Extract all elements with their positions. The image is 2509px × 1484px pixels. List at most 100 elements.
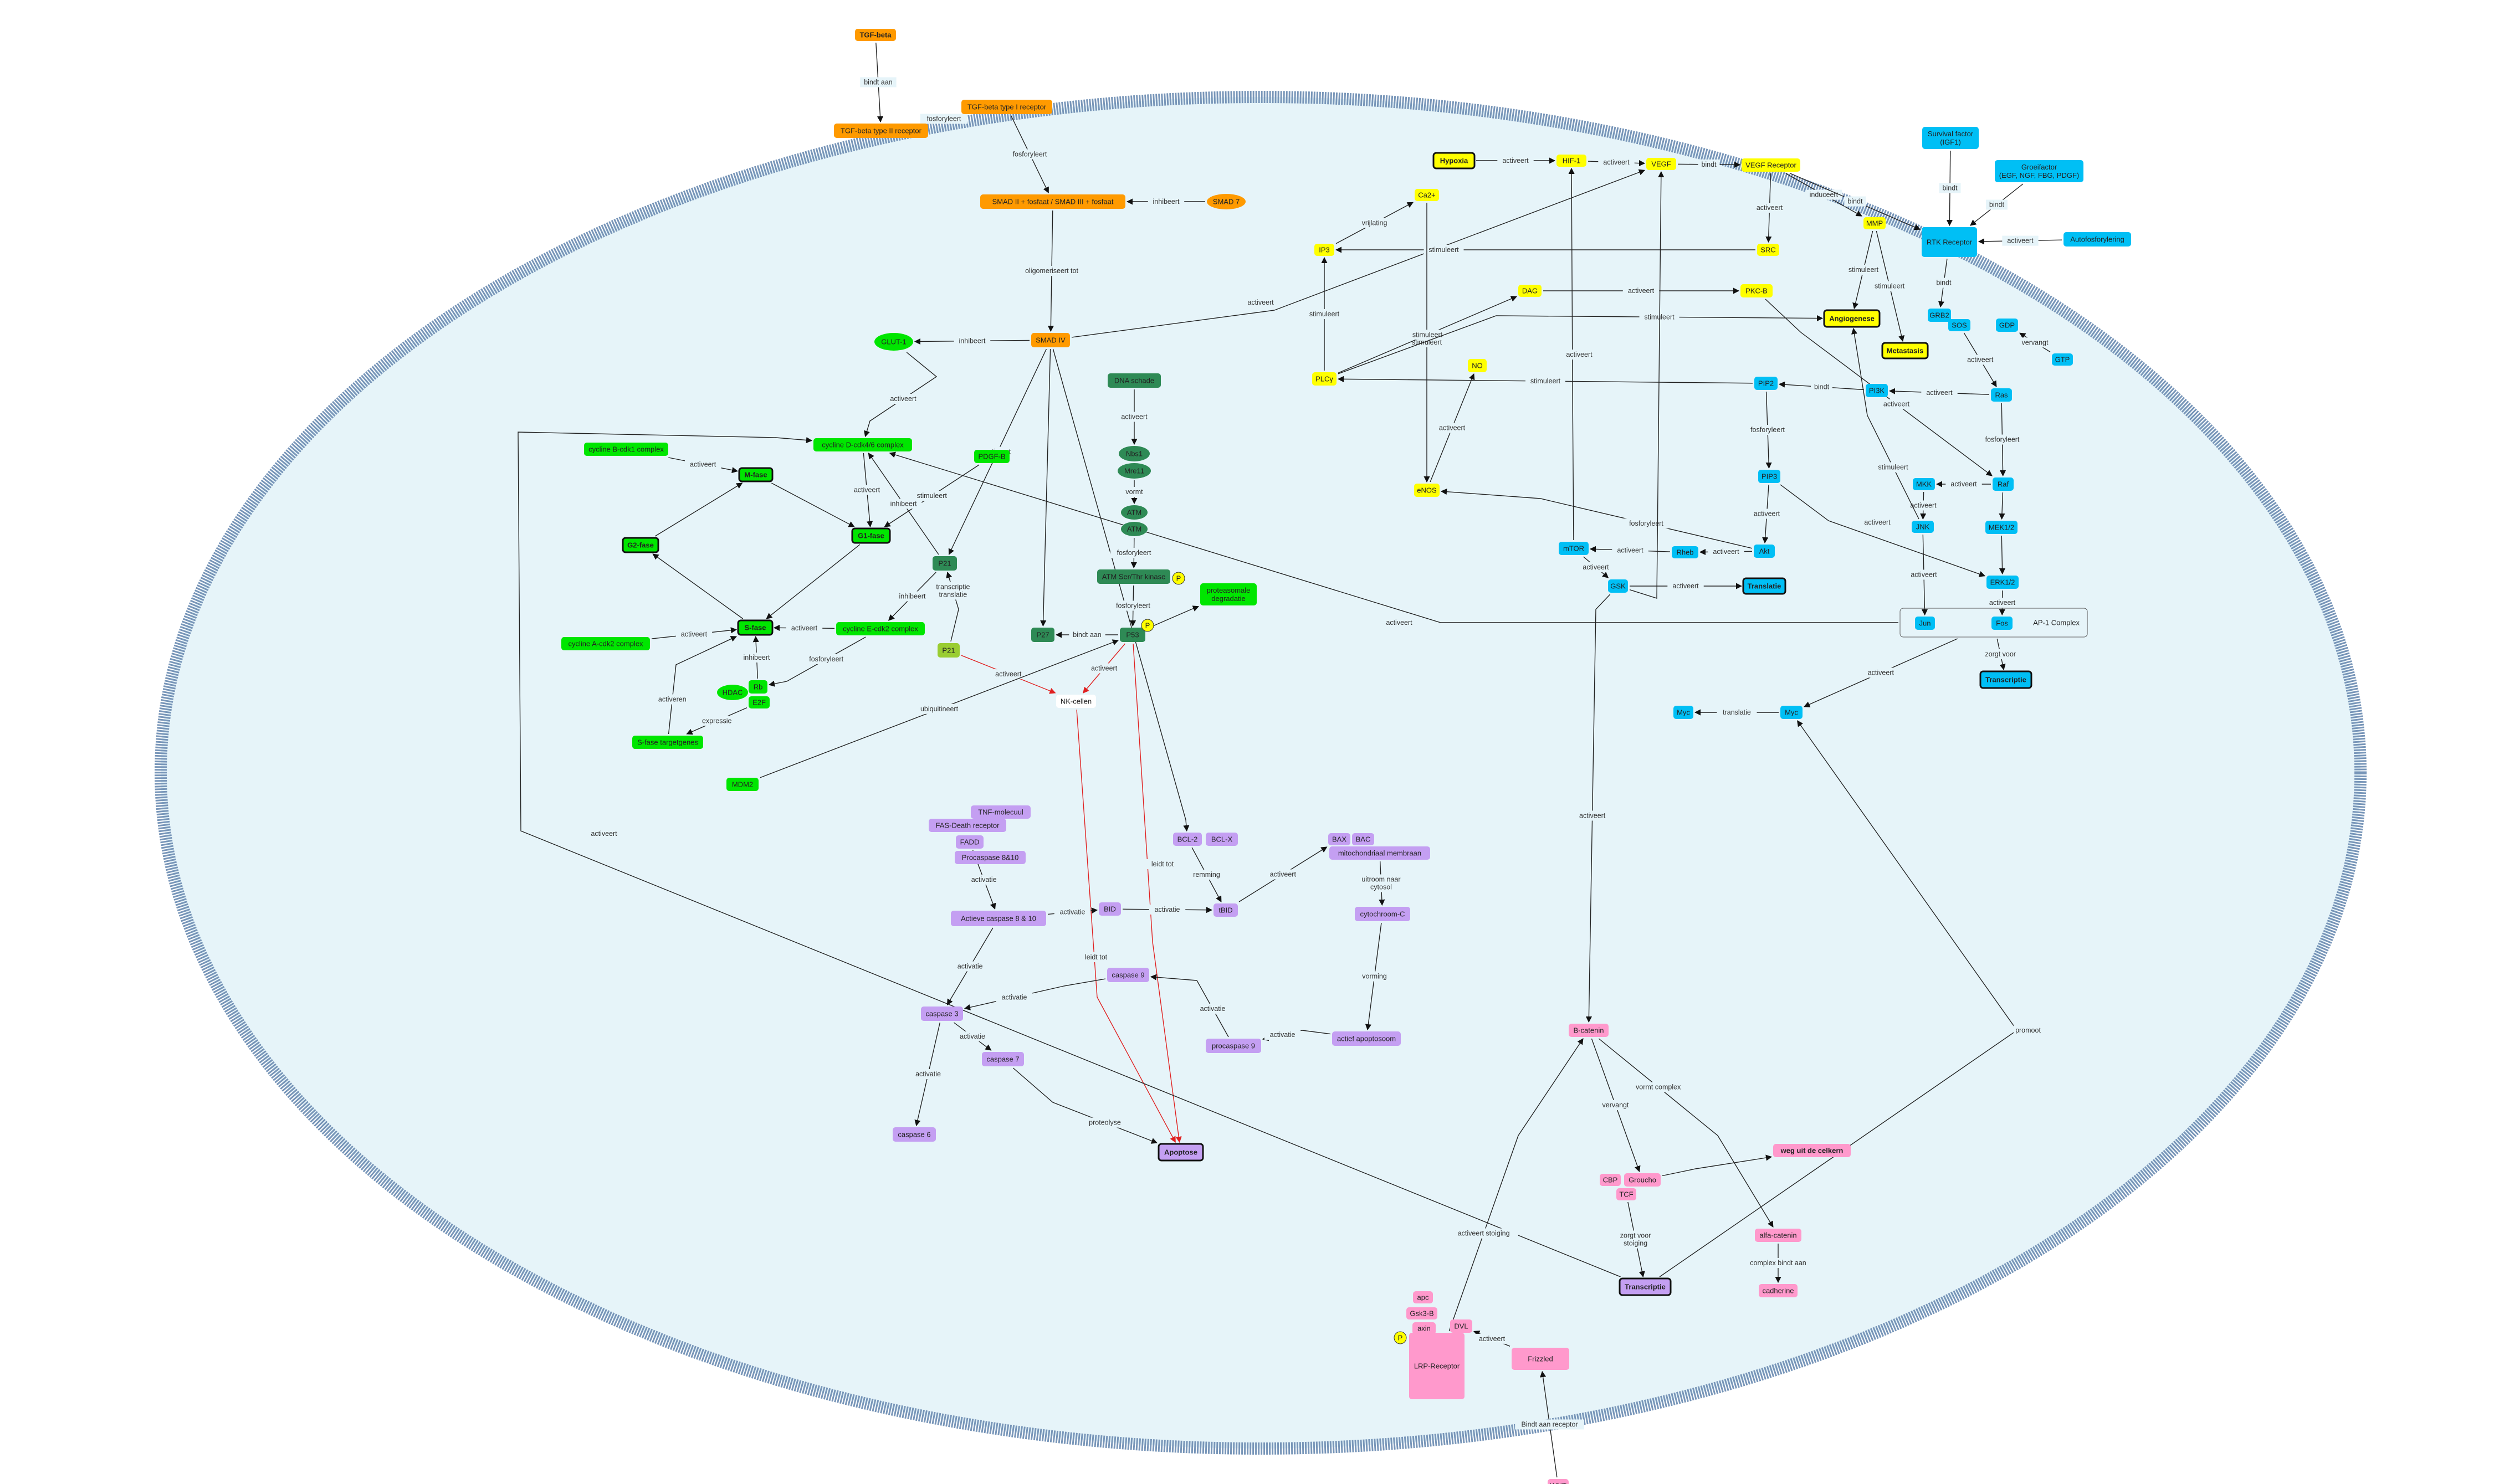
node-lrp[interactable]: LRP-Receptor	[1409, 1333, 1465, 1399]
node-bcl2[interactable]: BCL-2	[1173, 833, 1202, 846]
node-grb2[interactable]: GRB2	[1928, 309, 1951, 322]
node-atmk[interactable]: ATM Ser/Thr kinase	[1097, 569, 1170, 584]
node-gtp[interactable]: GTP	[2052, 353, 2073, 366]
node-g2fase[interactable]: G2-fase	[622, 537, 659, 553]
node-bclx[interactable]: BCL-X	[1206, 833, 1238, 846]
node-actcasp[interactable]: Actieve caspase 8 & 10	[951, 911, 1046, 926]
node-tbid[interactable]: tBID	[1213, 903, 1238, 917]
node-casp9[interactable]: caspase 9	[1107, 968, 1149, 982]
node-ip3[interactable]: IP3	[1314, 244, 1334, 256]
node-cyca[interactable]: cycline A-cdk2 complex	[561, 637, 650, 650]
node-p27[interactable]: P27	[1031, 628, 1054, 642]
node-fadd[interactable]: FADD	[956, 835, 984, 849]
node-myc[interactable]: Myc	[1673, 706, 1693, 719]
node-hypoxia[interactable]: Hypoxia	[1432, 152, 1476, 170]
node-translatie[interactable]: Translatie	[1742, 577, 1786, 595]
node-tgfb2[interactable]: TGF-beta type II receptor	[834, 124, 928, 138]
node-sos[interactable]: SOS	[1948, 319, 1970, 331]
node-pip3[interactable]: PIP3	[1758, 470, 1780, 483]
node-plcy[interactable]: PLCγ	[1312, 372, 1337, 386]
node-nkcellen[interactable]: NK-cellen	[1056, 695, 1096, 708]
node-cbp[interactable]: CBP	[1600, 1174, 1621, 1186]
node-angio[interactable]: Angiogenese	[1823, 309, 1881, 328]
node-glut1[interactable]: GLUT-1	[874, 333, 913, 351]
node-ca2[interactable]: Ca2+	[1415, 189, 1439, 201]
node-tcf[interactable]: TCF	[1616, 1188, 1636, 1200]
node-p1[interactable]: P	[1172, 572, 1185, 585]
node-p21[interactable]: P21	[933, 556, 957, 571]
node-atm2[interactable]: ATM	[1121, 522, 1148, 536]
node-cycd[interactable]: cycline D-cdk4/6 complex	[813, 438, 912, 451]
node-casp7[interactable]: caspase 7	[982, 1052, 1024, 1066]
node-smad23[interactable]: SMAD II + fosfaat / SMAD III + fosfaat	[980, 194, 1125, 209]
node-rb[interactable]: Rb	[749, 680, 767, 694]
node-sfasegen[interactable]: S-fase targetgenes	[632, 736, 703, 749]
node-hdac[interactable]: HDAC	[717, 685, 748, 700]
node-tgfb1[interactable]: TGF-beta type I receptor	[961, 100, 1052, 114]
node-bid[interactable]: BID	[1099, 902, 1121, 916]
node-acat[interactable]: alfa-catenin	[1755, 1229, 1801, 1242]
node-akt[interactable]: Akt	[1754, 545, 1775, 558]
node-vegfr[interactable]: VEGF Receptor	[1742, 158, 1800, 172]
node-no[interactable]: NO	[1468, 359, 1487, 372]
node-mkk[interactable]: MKK	[1913, 478, 1935, 490]
node-cdna[interactable]: DNA schade	[1108, 373, 1161, 388]
node-cadh[interactable]: cadherine	[1759, 1284, 1798, 1297]
node-apoptose[interactable]: Apoptose	[1158, 1143, 1204, 1162]
node-jun[interactable]: Jun	[1915, 617, 1935, 630]
node-mmp[interactable]: MMP	[1863, 217, 1886, 229]
node-cycb[interactable]: cycline B-cdk1 complex	[584, 443, 668, 456]
node-smad4[interactable]: SMAD IV	[1031, 333, 1070, 347]
node-autofos[interactable]: Autofosforylering	[2063, 232, 2131, 247]
node-nbs1[interactable]: Nbs1	[1119, 446, 1150, 461]
node-pi3k[interactable]: PI3K	[1866, 384, 1888, 397]
node-meta[interactable]: Metastasis	[1881, 342, 1929, 360]
node-src[interactable]: SRC	[1757, 244, 1779, 256]
node-pkcb[interactable]: PKC-B	[1740, 284, 1773, 297]
node-vegf[interactable]: VEGF	[1646, 158, 1676, 170]
node-rheb[interactable]: Rheb	[1672, 546, 1698, 558]
node-jnk[interactable]: JNK	[1912, 521, 1934, 533]
node-mdm2[interactable]: MDM2	[726, 778, 759, 791]
node-fos[interactable]: Fos	[1991, 617, 2013, 630]
node-pip2[interactable]: PIP2	[1754, 377, 1778, 390]
node-transcriptie2[interactable]: Transcriptie	[1619, 1277, 1672, 1296]
node-mtor[interactable]: mTOR	[1559, 542, 1589, 555]
node-bax[interactable]: BAX	[1328, 833, 1350, 845]
node-ap1[interactable]: AP-1 Complex	[1899, 608, 2088, 638]
node-hif1[interactable]: HIF-1	[1556, 155, 1586, 167]
node-enos[interactable]: eNOS	[1414, 484, 1440, 497]
node-survival[interactable]: Survival factor(IGF1)	[1922, 127, 1979, 149]
node-casp6[interactable]: caspase 6	[893, 1127, 936, 1142]
node-cytc[interactable]: cytochroom-C	[1355, 907, 1410, 921]
node-erk[interactable]: ERK1/2	[1986, 576, 2019, 589]
node-transcriptie1[interactable]: Transcriptie	[1979, 670, 2032, 689]
node-gsk[interactable]: GSK	[1608, 579, 1628, 593]
node-sfase[interactable]: S-fase	[737, 619, 774, 636]
node-g1fase[interactable]: G1-fase	[851, 527, 891, 544]
node-rtk[interactable]: RTK Receptor	[1922, 227, 1977, 257]
node-tgfb[interactable]: TGF-beta	[855, 29, 896, 41]
node-frizzled[interactable]: Frizzled	[1512, 1348, 1569, 1370]
node-p21b[interactable]: P21	[938, 643, 960, 658]
node-mek[interactable]: MEK1/2	[1985, 521, 2018, 534]
node-groucho[interactable]: Groucho	[1624, 1173, 1661, 1187]
node-weg[interactable]: weg uit de celkern	[1773, 1144, 1851, 1157]
node-smad7[interactable]: SMAD 7	[1207, 194, 1246, 209]
node-tnf[interactable]: TNF-molecuul	[971, 805, 1031, 819]
node-bac[interactable]: BAC	[1352, 833, 1374, 845]
node-ras[interactable]: Ras	[1991, 388, 2012, 402]
node-atm1[interactable]: ATM	[1121, 505, 1148, 520]
node-gdp[interactable]: GDP	[1996, 319, 2018, 332]
node-axin[interactable]: axin	[1412, 1322, 1436, 1334]
node-e2f[interactable]: E2F	[749, 696, 770, 708]
node-p2[interactable]: P	[1141, 619, 1154, 632]
node-apopt[interactable]: actief apoptosoom	[1332, 1031, 1401, 1046]
node-procasp810[interactable]: Procaspase 8&10	[955, 851, 1026, 864]
node-pdgfb[interactable]: PDGF-B	[974, 450, 1010, 463]
node-gsk3b[interactable]: Gsk3-B	[1406, 1307, 1437, 1319]
node-wnt[interactable]: WNT	[1548, 1479, 1569, 1484]
node-p53[interactable]: P53	[1120, 628, 1145, 642]
node-raf[interactable]: Raf	[1993, 477, 2014, 491]
